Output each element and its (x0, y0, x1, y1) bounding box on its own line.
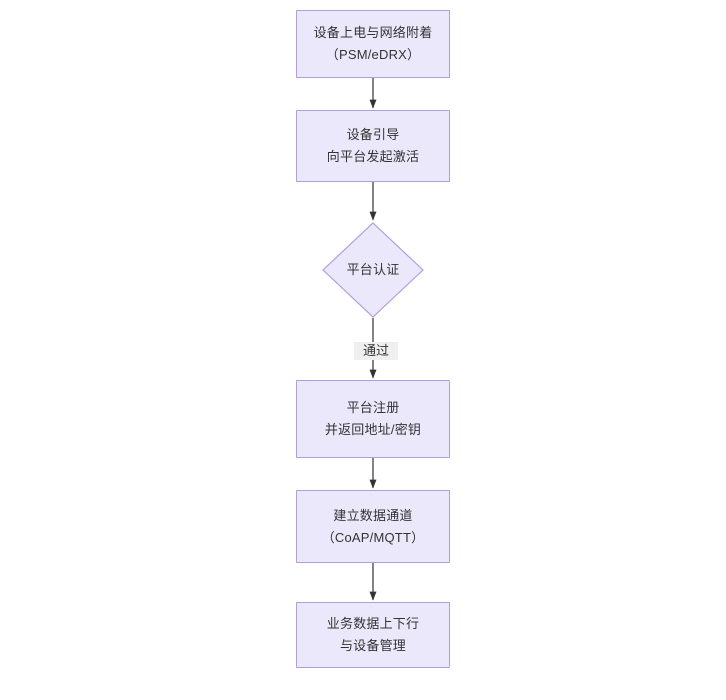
node-data-channel[interactable]: 建立数据通道 （CoAP/MQTT） (296, 490, 450, 563)
node-platform-register-label: 平台注册 并返回地址/密钥 (324, 400, 422, 437)
diamond-shape-icon (322, 222, 424, 318)
node-platform-register[interactable]: 平台注册 并返回地址/密钥 (296, 380, 450, 458)
edge-label-pass: 通过 (354, 342, 398, 360)
node-data-channel-label: 建立数据通道 （CoAP/MQTT） (321, 507, 425, 545)
node-business-data-label: 业务数据上下行 与设备管理 (326, 616, 420, 653)
node-platform-auth-label: 平台认证 (346, 262, 400, 277)
node-bootstrap-label: 设备引导 向平台发起激活 (326, 127, 420, 164)
node-power-on-label: 设备上电与网络附着 （PSM/eDRX） (313, 25, 433, 62)
node-bootstrap[interactable]: 设备引导 向平台发起激活 (296, 110, 450, 182)
node-platform-auth-decision[interactable]: 平台认证 (322, 222, 424, 318)
node-power-on[interactable]: 设备上电与网络附着 （PSM/eDRX） (296, 10, 450, 78)
node-business-data[interactable]: 业务数据上下行 与设备管理 (296, 602, 450, 668)
